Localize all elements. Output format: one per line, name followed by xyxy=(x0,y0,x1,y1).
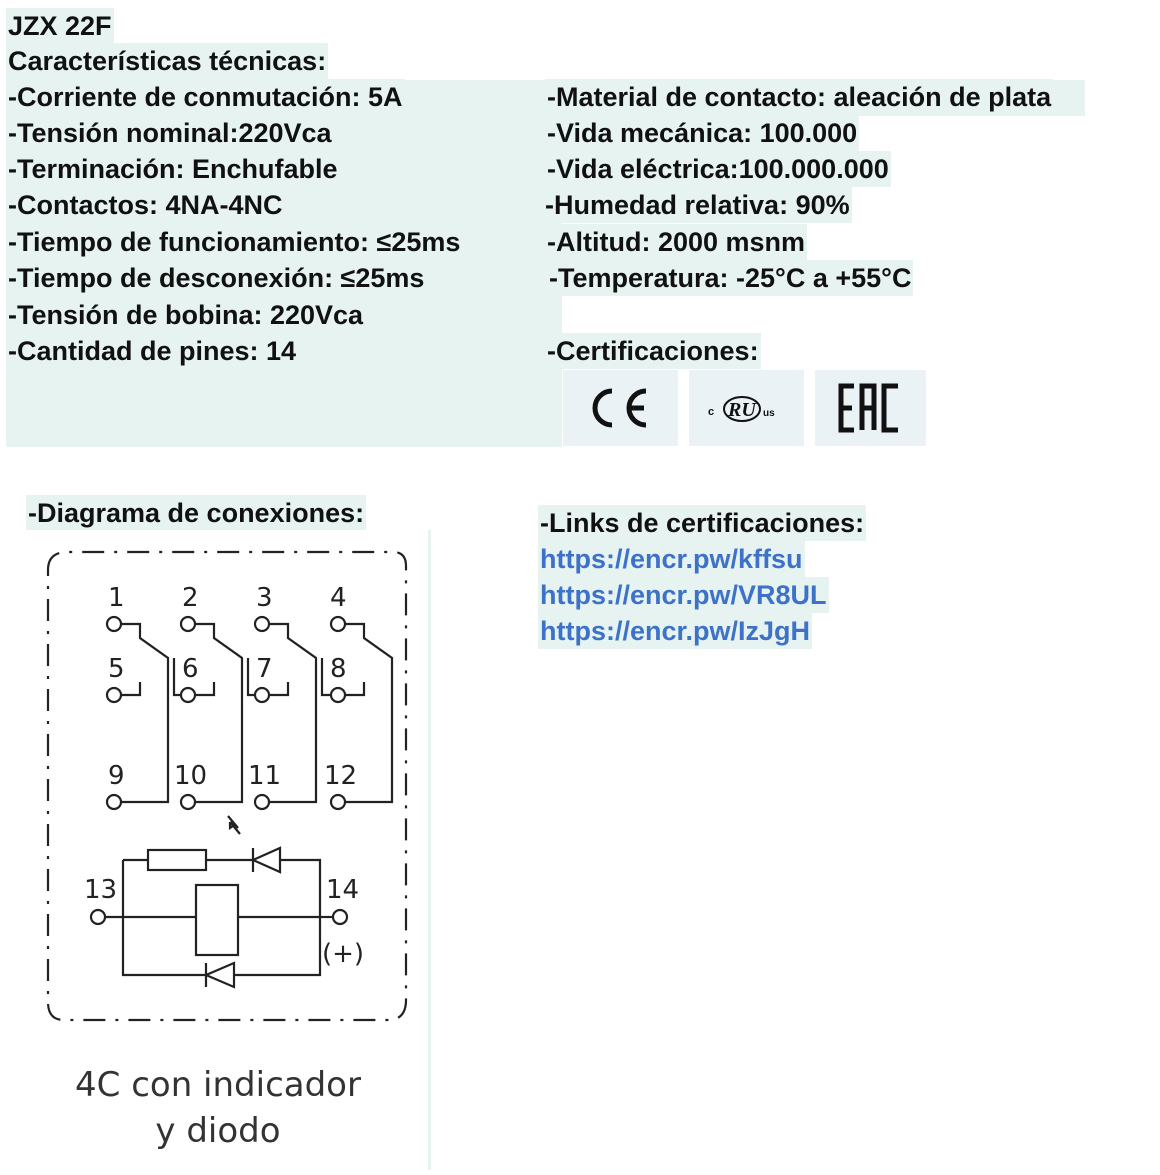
diagram-caption-line1: 4C con indicador xyxy=(75,1065,361,1105)
spec-right-2: -Vida eléctrica:100.000.000 xyxy=(545,151,891,187)
product-title: JZX 22F xyxy=(6,8,114,44)
cert-link-2[interactable]: https://encr.pw/VR8UL xyxy=(538,577,829,613)
spec-left-5: -Tiempo de desconexión: ≤25ms xyxy=(6,260,427,296)
connection-diagram: 1 2 3 4 5 6 7 8 9 10 11 12 13 14 (+) 4C … xyxy=(8,530,431,1170)
certifications-label: -Certificaciones: xyxy=(545,333,761,369)
spec-right-5: -Temperatura: -25°C a +55°C xyxy=(547,260,914,296)
svg-text:us: us xyxy=(763,408,775,419)
pin-label-11: 11 xyxy=(248,761,281,791)
pin-label-10: 10 xyxy=(174,761,207,791)
cert-link-3[interactable]: https://encr.pw/IzJgH xyxy=(538,613,813,649)
polarity-label: (+) xyxy=(322,939,364,969)
spec-left-7: -Cantidad de pines: 14 xyxy=(6,333,299,369)
spec-right-1: -Vida mecánica: 100.000 xyxy=(545,115,860,151)
svg-text:RU: RU xyxy=(727,399,757,421)
pin-label-1: 1 xyxy=(108,583,125,613)
pin-label-13: 13 xyxy=(84,875,117,905)
ce-mark-logo xyxy=(563,370,678,446)
pin-label-6: 6 xyxy=(182,654,199,684)
spec-right-4: -Altitud: 2000 msnm xyxy=(545,224,808,260)
spec-right-3: -Humedad relativa: 90% xyxy=(543,187,852,223)
links-label: -Links de certificaciones: xyxy=(538,505,867,541)
spec-left-6: -Tensión de bobina: 220Vca xyxy=(6,297,366,333)
spec-left-0: -Corriente de conmutación: 5A xyxy=(6,79,405,115)
spec-heading: Características técnicas: xyxy=(6,43,329,79)
svg-text:c: c xyxy=(708,406,714,418)
pin-label-2: 2 xyxy=(182,583,199,613)
pin-label-4: 4 xyxy=(330,583,347,613)
pin-label-8: 8 xyxy=(330,654,347,684)
spec-left-2: -Terminación: Enchufable xyxy=(6,151,340,187)
spec-left-3: -Contactos: 4NA-4NC xyxy=(6,187,285,223)
diagram-caption-line2: y diodo xyxy=(155,1111,281,1151)
pin-label-7: 7 xyxy=(256,654,273,684)
pin-label-5: 5 xyxy=(108,654,125,684)
eac-mark-logo xyxy=(815,370,926,446)
relay-schematic: 1 2 3 4 5 6 7 8 9 10 11 12 13 14 (+) xyxy=(46,550,408,1022)
spec-left-1: -Tensión nominal:220Vca xyxy=(6,115,334,151)
spec-right-0: -Material de contacto: aleación de plata xyxy=(545,79,1054,115)
ul-mark-logo: c RU us xyxy=(689,370,804,446)
cert-link-1[interactable]: https://encr.pw/kffsu xyxy=(538,541,805,577)
pin-label-9: 9 xyxy=(108,761,125,791)
pin-label-12: 12 xyxy=(324,761,357,791)
pin-label-14: 14 xyxy=(326,875,359,905)
spec-left-4: -Tiempo de funcionamiento: ≤25ms xyxy=(6,224,463,260)
diagram-label: -Diagrama de conexiones: xyxy=(26,495,367,531)
pin-label-3: 3 xyxy=(256,583,273,613)
